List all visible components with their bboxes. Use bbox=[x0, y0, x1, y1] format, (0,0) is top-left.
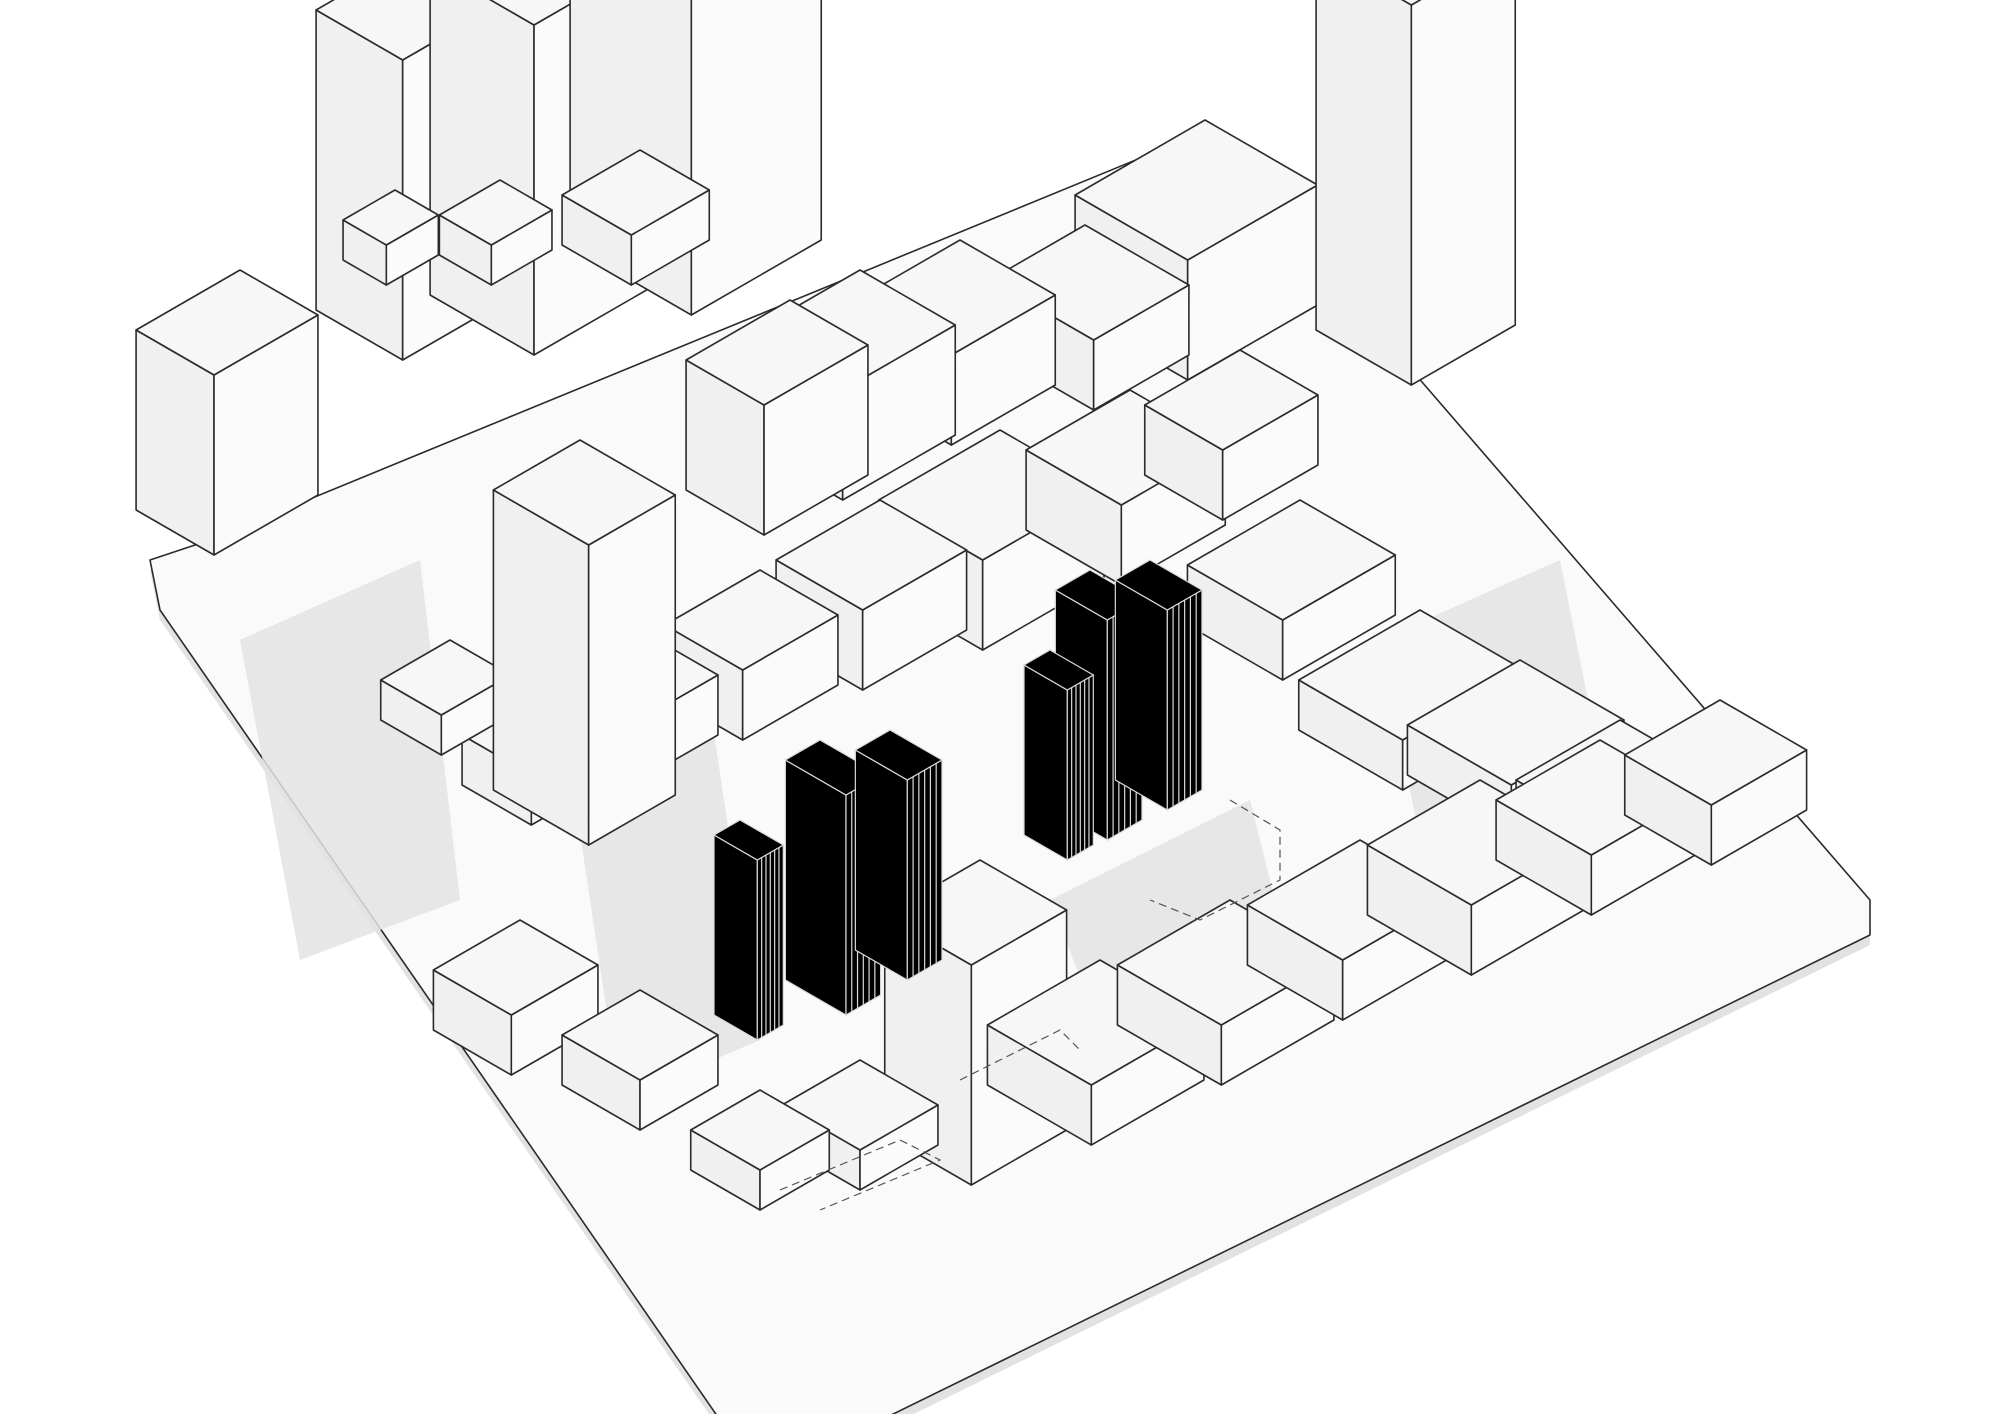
dashed-outline-1 bbox=[779, 1139, 942, 1211]
building-block-11-top-face bbox=[135, 269, 319, 376]
building-block-1-top-face bbox=[988, 224, 1190, 341]
building-block-8-top-face bbox=[342, 189, 440, 246]
building-block-34 bbox=[1623, 699, 1808, 866]
building-block-6-top-face bbox=[489, 0, 579, 26]
building-block-36-top-face bbox=[689, 1089, 831, 1171]
project-building-4 bbox=[1114, 559, 1204, 812]
building-block-10 bbox=[561, 149, 711, 286]
project-building-4-left-face bbox=[1114, 578, 1168, 812]
building-block-4-top-face bbox=[685, 299, 869, 406]
building-block-25-right-face bbox=[587, 494, 677, 846]
building-block-11 bbox=[135, 269, 319, 556]
building-block-7-right-face bbox=[690, 0, 823, 316]
project-building-2-left-face bbox=[713, 833, 758, 1042]
dashed-outline-2 bbox=[959, 1029, 1081, 1081]
building-block-23-top-face bbox=[1406, 659, 1625, 786]
project-building-5-top-face bbox=[1022, 649, 1095, 691]
project-building-5 bbox=[1022, 649, 1095, 862]
highlighted-project-buildings bbox=[712, 559, 1204, 1042]
project-building-4-top-face bbox=[1114, 559, 1204, 611]
building-block-5-left-face bbox=[315, 9, 404, 361]
dashed-outline-0 bbox=[1149, 799, 1281, 921]
project-building-1-top-face bbox=[854, 729, 944, 781]
building-block-12 bbox=[1315, 0, 1517, 386]
building-block-0-top-face bbox=[1074, 119, 1319, 261]
building-block-12-left-face bbox=[1315, 0, 1413, 386]
project-building-2 bbox=[712, 819, 785, 1042]
project-building-1 bbox=[854, 729, 944, 982]
building-block-15-top-face bbox=[775, 499, 968, 611]
building-block-25-left-face bbox=[492, 489, 590, 846]
cast-shadow-0 bbox=[240, 560, 460, 960]
building-block-17-top-face bbox=[663, 569, 839, 671]
project-building-5-left-face bbox=[1023, 663, 1068, 862]
building-block-12-top-face bbox=[1401, 0, 1422, 6]
building-block-16-top-face bbox=[1143, 349, 1319, 451]
building-block-20-top-face bbox=[379, 639, 512, 716]
building-block-21 bbox=[1186, 499, 1397, 681]
building-block-6-left-face bbox=[429, 0, 535, 356]
project-building-0-left-face bbox=[784, 758, 847, 1017]
context-buildings bbox=[135, 0, 1808, 1211]
building-block-9 bbox=[438, 179, 553, 286]
building-block-22-top-face bbox=[1297, 609, 1525, 741]
building-block-27 bbox=[561, 989, 719, 1131]
building-block-26 bbox=[432, 919, 599, 1076]
building-block-4 bbox=[685, 299, 869, 536]
building-block-8 bbox=[342, 189, 440, 286]
building-block-34-top-face bbox=[1623, 699, 1808, 806]
building-block-16 bbox=[1143, 349, 1319, 521]
building-block-25 bbox=[492, 439, 677, 846]
building-block-26-top-face bbox=[432, 919, 599, 1016]
dashed-outline-overlays bbox=[779, 799, 1281, 1211]
project-building-1-left-face bbox=[854, 748, 908, 982]
building-block-21-top-face bbox=[1186, 499, 1397, 621]
building-block-25-top-face bbox=[492, 439, 677, 546]
building-block-12-right-face bbox=[1410, 0, 1517, 386]
project-building-2-top-face bbox=[712, 819, 785, 861]
building-block-10-top-face bbox=[561, 149, 711, 236]
building-block-27-top-face bbox=[561, 989, 719, 1081]
building-block-9-top-face bbox=[438, 179, 553, 246]
building-block-36 bbox=[689, 1089, 831, 1211]
